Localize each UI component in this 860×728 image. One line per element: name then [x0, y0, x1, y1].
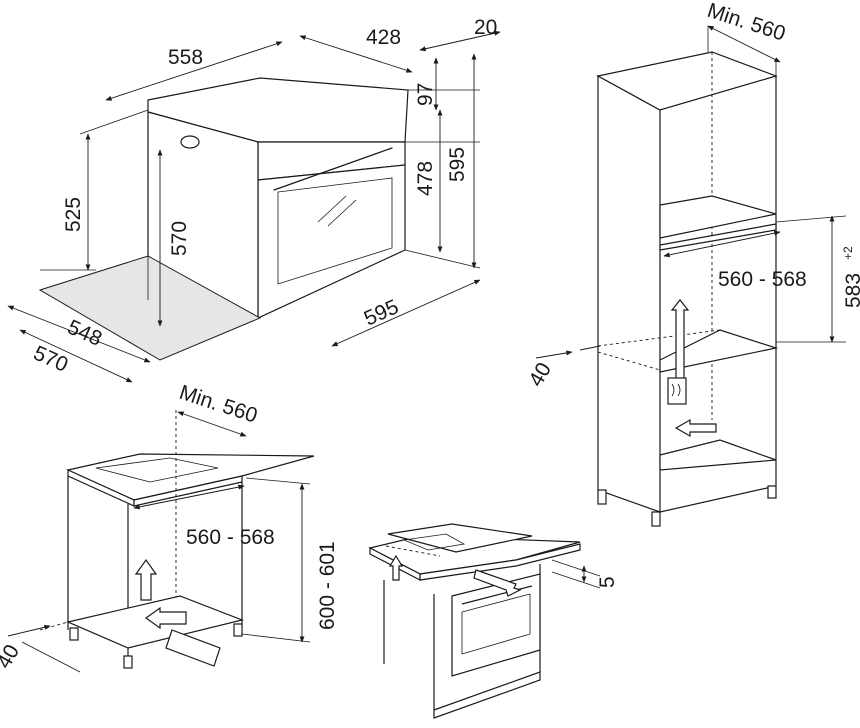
tall-vent-gap: 40	[524, 359, 556, 391]
base-min-width: Min. 560	[176, 381, 260, 428]
dim-478: 478	[414, 161, 437, 196]
hob-unit-drawing: 5	[368, 523, 619, 719]
dim-570-bottom: 570	[30, 342, 71, 377]
base-niche-height: 600 - 601	[316, 541, 339, 630]
tall-min-width: Min. 560	[704, 0, 788, 46]
dim-97: 97	[414, 83, 437, 106]
dim-428: 428	[366, 26, 401, 49]
tall-niche-width: 560 - 568	[718, 268, 807, 291]
base-vent-gap: 40	[0, 641, 24, 673]
hob-gap: 5	[596, 576, 619, 588]
dim-558: 558	[168, 46, 203, 69]
dim-595-height: 595	[446, 147, 469, 182]
base-niche-width: 560 - 568	[186, 526, 275, 549]
tall-niche-height: 583	[842, 273, 860, 308]
oven-drawing: 558 428 20 97 525 570 478 595 595 548 57…	[7, 16, 501, 383]
dim-525: 525	[62, 197, 85, 232]
dim-570-inner: 570	[168, 221, 191, 256]
tall-unit-drawing: Min. 560 560 - 568 583 +2 40	[524, 0, 860, 527]
base-unit-drawing: Min. 560 560 - 568 600 - 601 40	[0, 381, 339, 673]
dim-20: 20	[474, 16, 497, 39]
tall-niche-tolerance: +2	[841, 246, 855, 260]
dim-595-width: 595	[361, 295, 402, 330]
